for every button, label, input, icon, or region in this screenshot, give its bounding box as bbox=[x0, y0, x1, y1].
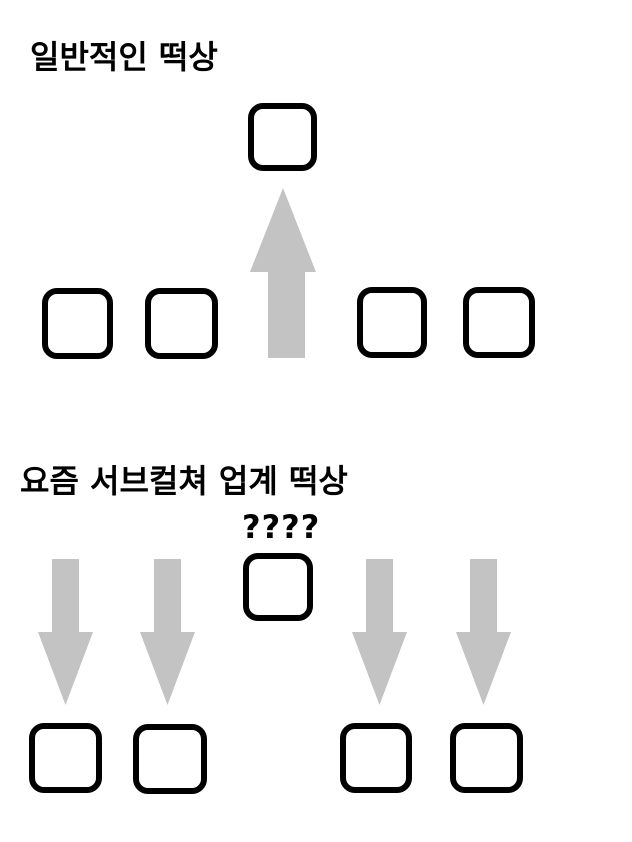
normal-bottom-box-4 bbox=[463, 287, 535, 358]
subculture-bottom-box-1 bbox=[29, 723, 102, 793]
subculture-bottom-box-3 bbox=[340, 723, 412, 793]
subculture-bottom-box-2 bbox=[133, 724, 207, 794]
normal-top-box bbox=[248, 103, 317, 171]
down-arrow-icon-2 bbox=[140, 559, 195, 705]
section-normal-title: 일반적인 떡상 bbox=[30, 38, 218, 76]
up-arrow-icon bbox=[250, 188, 316, 358]
down-arrow-icon-3 bbox=[352, 559, 407, 705]
section-subculture-title: 요즘 서브컬쳐 업계 떡상 bbox=[20, 462, 348, 500]
normal-bottom-box-3 bbox=[357, 287, 427, 358]
down-arrow-icon-1 bbox=[38, 559, 93, 705]
normal-bottom-box-2 bbox=[145, 288, 218, 359]
subculture-bottom-box-4 bbox=[450, 723, 523, 793]
question-marks-label: ???? bbox=[242, 508, 321, 546]
down-arrow-icon-4 bbox=[456, 559, 511, 705]
normal-bottom-box-1 bbox=[42, 288, 113, 359]
subculture-top-box bbox=[243, 553, 313, 621]
